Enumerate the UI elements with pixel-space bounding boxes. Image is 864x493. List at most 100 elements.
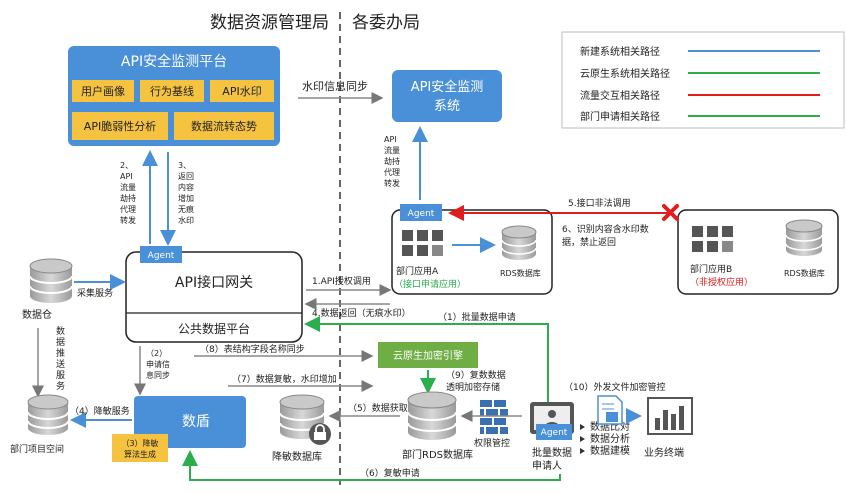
gateway-sub: 公共数据平台	[178, 321, 250, 336]
svg-text:送: 送	[56, 358, 65, 370]
svg-text:流量: 流量	[384, 145, 400, 155]
svg-text:据: 据	[56, 336, 65, 348]
right-monitor-system[interactable]: API安全监测 系统	[392, 70, 502, 122]
svg-text:Agent: Agent	[541, 428, 568, 438]
svg-text:API水印: API水印	[222, 85, 261, 98]
warehouse-label: 数据仓	[22, 308, 52, 321]
svg-text:无痕: 无痕	[178, 204, 194, 214]
svg-text:转发: 转发	[384, 178, 400, 188]
block-x-icon	[662, 204, 679, 221]
dept-a-note: （接口申请应用）	[394, 278, 466, 290]
dept-a-app-icon	[402, 230, 443, 256]
file-lock-icon	[597, 395, 623, 425]
perm-control-label: 权限管控	[474, 437, 510, 449]
dept-a-db-label: RDS数据库	[500, 268, 541, 278]
svg-text:代理: 代理	[120, 204, 136, 214]
tools-list: 数据比对 数据分析 数据建模	[580, 420, 630, 457]
svg-text:API安全监测: API安全监测	[411, 79, 484, 95]
svg-text:数盾: 数盾	[182, 414, 210, 430]
svg-text:返回: 返回	[178, 172, 194, 181]
svg-text:Agent: Agent	[408, 209, 435, 219]
svg-text:转发: 转发	[120, 215, 136, 225]
business-terminal-icon	[647, 397, 693, 435]
step7-label: （7）数据复敏，水印增加	[232, 373, 337, 385]
module-behavior-baseline	[140, 80, 204, 102]
cloud-encryption-engine[interactable]: 云原生加密引擎	[378, 342, 478, 368]
illegal-call-label: 5.接口非法调用	[568, 197, 631, 209]
step4-label: 4.数据返回（无痕水印）	[312, 307, 411, 319]
svg-text:增加: 增加	[178, 193, 194, 203]
batch-user-label-2: 申请人	[532, 459, 562, 472]
module-dataflow	[174, 112, 274, 140]
svg-text:劫持: 劫持	[384, 156, 400, 166]
svg-text:2、: 2、	[120, 161, 133, 170]
dept-b-db-icon	[785, 219, 823, 256]
module-user-profile	[72, 80, 134, 102]
gateway-title: API接口网关	[175, 274, 253, 291]
dept-a-name: 部门应用A	[396, 265, 439, 277]
step9-label-2: 透明加密存储	[446, 381, 500, 393]
dept-b-note: （非授权应用）	[690, 276, 753, 288]
lock-icon	[309, 423, 331, 445]
rds-main-db-icon	[407, 391, 457, 440]
svg-text:3、: 3、	[178, 161, 191, 170]
step6-label-line1: 6、识别内容含水印数	[562, 223, 649, 235]
dept-b-name: 部门应用B	[690, 263, 732, 275]
desens-service-label: （4）降敏服务	[70, 405, 130, 417]
left-region-title: 数据资源管理局	[210, 13, 329, 33]
svg-text:云原生加密引擎: 云原生加密引擎	[393, 349, 463, 362]
api-security-platform[interactable]: API安全监测平台 用户画像 行为基线 API水印 API脆弱性分析 数据流转态…	[68, 46, 280, 146]
step2-label: 2、 API 流量 劫持 代理 转发	[120, 161, 136, 225]
gateway-agent	[140, 246, 182, 263]
step9-label-1: （9）复数数据	[446, 369, 506, 381]
svg-text:流量: 流量	[120, 182, 136, 192]
svg-text:内容: 内容	[178, 182, 194, 192]
project-space-db-icon	[27, 394, 69, 435]
batch-apply-arrow	[304, 316, 549, 404]
legend-label-traffic: 流量交互相关路径	[580, 89, 660, 102]
desens-db-label: 降敏数据库	[272, 450, 322, 463]
svg-text:行为基线: 行为基线	[150, 84, 194, 98]
right-region-title: 各委办局	[352, 13, 420, 33]
step3-label: 3、 返回 内容 增加 无痕 水印	[178, 161, 194, 225]
table-sync-label: （8）表结构字段名称同步	[200, 343, 305, 355]
svg-text:数据建模: 数据建模	[590, 444, 630, 457]
step10-label: （10）外发文件加密管控	[564, 381, 665, 393]
firewall-icon	[480, 400, 508, 434]
api-gateway[interactable]: API接口网关 公共数据平台	[125, 251, 303, 343]
module-vuln-analysis	[72, 112, 168, 140]
data-fetch-label: （5）数据获取	[348, 402, 408, 414]
svg-text:API脆弱性分析: API脆弱性分析	[84, 119, 156, 133]
data-warehouse-db-icon	[29, 258, 73, 303]
gateway-agent-label: Agent	[148, 251, 175, 261]
svg-text:劫持: 劫持	[120, 193, 136, 203]
user-agent	[536, 424, 572, 440]
svg-text:算法生成: 算法生成	[124, 449, 156, 459]
desens-algorithm: （3）降敏 算法生成	[112, 434, 168, 462]
resens-apply-arrow	[182, 450, 561, 481]
project-space-label: 部门项目空间	[10, 443, 64, 455]
dept-a-agent	[400, 204, 442, 221]
apply-sync-label-1: （2）	[146, 349, 167, 358]
svg-text:API: API	[120, 172, 133, 181]
module-api-watermark	[210, 80, 274, 102]
platform-title: API安全监测平台	[121, 53, 227, 70]
svg-text:数据流转态势: 数据流转态势	[191, 119, 257, 133]
svg-text:（3）降敏: （3）降敏	[121, 438, 158, 448]
resens-apply-label: （6）复敏申请	[360, 467, 420, 479]
legend-label-new: 新建系统相关路径	[580, 45, 660, 58]
dept-b-db-label: RDS数据库	[784, 268, 825, 278]
batch-apply-label: （1）批量数据申请	[438, 311, 516, 323]
legend: 新建系统相关路径 云原生系统相关路径 流量交互相关路径 部门申请相关路径	[561, 31, 845, 129]
watermark-sync-label: 水印信息同步	[302, 79, 368, 93]
svg-text:服: 服	[56, 370, 65, 381]
legend-label-apply: 部门申请相关路径	[580, 110, 660, 123]
svg-text:系统: 系统	[434, 99, 460, 114]
right-api-forward-label: API 流量 劫持 代理 转发	[384, 135, 400, 188]
svg-text:API: API	[384, 135, 397, 144]
step6-label-line2: 据，禁止返回	[562, 236, 616, 248]
batch-user-label-1: 批量数据	[532, 446, 572, 459]
apply-sync-label-2: 申请信	[146, 359, 170, 369]
legend-label-cloud: 云原生系统相关路径	[580, 67, 670, 80]
